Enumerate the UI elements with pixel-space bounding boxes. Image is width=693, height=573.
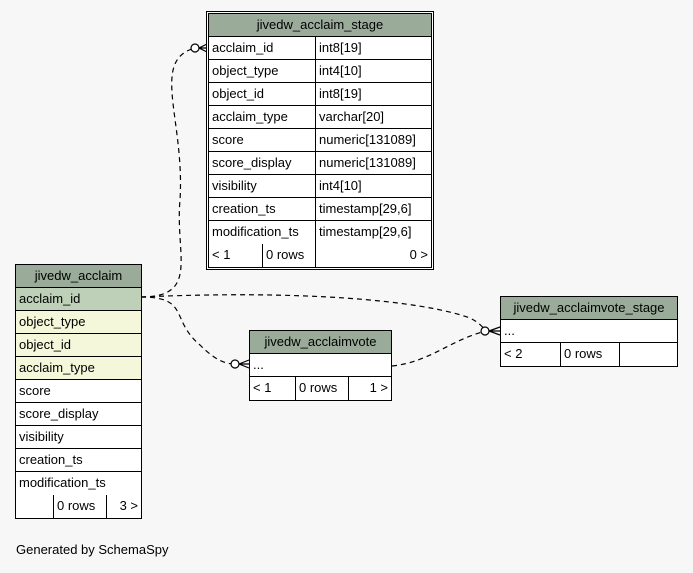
child-count: 1 > [348, 377, 391, 400]
stage-crowfoot [198, 43, 208, 53]
column-type: timestamp[29,6] [315, 198, 431, 220]
stage-zero-marker [190, 43, 200, 53]
child-count [619, 343, 677, 366]
column-row: creation_ts [16, 449, 141, 472]
generated-by-label: Generated by SchemaSpy [16, 542, 169, 557]
parent-count [16, 495, 53, 518]
column-name: creation_ts [212, 201, 276, 216]
vote-stage-zero-marker [480, 326, 490, 336]
row-count: 0 rows [295, 377, 348, 400]
table-footer: < 1 0 rows 1 > [250, 377, 391, 400]
column-row: score_display numeric[131089] [209, 152, 431, 175]
column-row: object_id int8[19] [209, 83, 431, 106]
column-row: acclaim_id [16, 288, 141, 311]
column-name: modification_ts [19, 475, 106, 490]
column-name: acclaim_id [212, 40, 274, 55]
column-type: int4[10] [315, 60, 431, 82]
table-title: jivedw_acclaimvote [250, 331, 391, 354]
parent-count: < 1 [212, 247, 231, 262]
table-jivedw-acclaimvote-stage[interactable]: jivedw_acclaimvote_stage ... < 2 0 rows [500, 296, 678, 367]
table-title: jivedw_acclaimvote_stage [501, 297, 677, 320]
vote-stage-crowfoot [488, 326, 501, 336]
column-name: score [19, 383, 51, 398]
child-count: 0 > [315, 244, 431, 267]
column-row: score [16, 380, 141, 403]
link-acclaim-to-vote-stage [140, 294, 487, 332]
column-row: score numeric[131089] [209, 129, 431, 152]
column-row: visibility int4[10] [209, 175, 431, 198]
column-name: ... [504, 323, 515, 338]
column-row: modification_ts [16, 472, 141, 495]
column-name: ... [253, 357, 264, 372]
column-type: int8[19] [315, 83, 431, 105]
table-title: jivedw_acclaim [16, 265, 141, 288]
column-name: creation_ts [19, 452, 83, 467]
row-count: 0 rows [560, 343, 619, 366]
link-acclaim-to-stage [140, 47, 196, 298]
column-name: visibility [212, 178, 257, 193]
column-row: acclaim_type varchar[20] [209, 106, 431, 129]
column-row: object_type [16, 311, 141, 334]
table-jivedw-acclaimvote[interactable]: jivedw_acclaimvote ... < 1 0 rows 1 > [249, 330, 392, 401]
column-row: score_display [16, 403, 141, 426]
vote-crowfoot [238, 359, 250, 369]
column-row: modification_ts timestamp[29,6] [209, 221, 431, 244]
column-name: acclaim_type [16, 357, 141, 379]
column-name: score_display [19, 406, 99, 421]
row-count: 0 rows [262, 244, 315, 267]
column-name: object_type [16, 311, 141, 333]
column-name: object_id [16, 334, 141, 356]
column-name: modification_ts [212, 224, 299, 239]
column-name: visibility [19, 429, 64, 444]
link-acclaim-to-vote [140, 296, 236, 365]
parent-count: < 1 [253, 380, 272, 395]
column-name: object_type [212, 63, 279, 78]
column-name: score [212, 132, 244, 147]
vote-zero-marker [230, 359, 240, 369]
column-type: int8[19] [315, 37, 431, 59]
column-row: ... [501, 320, 677, 343]
table-footer: 0 rows 3 > [16, 495, 141, 518]
column-row: visibility [16, 426, 141, 449]
column-name: acclaim_id [16, 288, 141, 310]
child-count: 3 > [106, 495, 141, 518]
column-row: acclaim_id int8[19] [209, 37, 431, 60]
column-type: numeric[131089] [315, 129, 431, 151]
table-title: jivedw_acclaim_stage [209, 14, 431, 37]
column-row: ... [250, 354, 391, 377]
column-row: object_type int4[10] [209, 60, 431, 83]
column-type: varchar[20] [315, 106, 431, 128]
column-name: object_id [212, 86, 265, 101]
column-row: acclaim_type [16, 357, 141, 380]
parent-count: < 2 [504, 346, 523, 361]
row-count: 0 rows [53, 495, 106, 518]
table-footer: < 1 0 rows 0 > [209, 244, 431, 267]
column-row: object_id [16, 334, 141, 357]
column-type: int4[10] [315, 175, 431, 197]
table-footer: < 2 0 rows [501, 343, 677, 366]
column-type: timestamp[29,6] [315, 221, 431, 244]
column-name: score_display [212, 155, 292, 170]
link-vote-to-vote-stage [391, 330, 487, 367]
column-type: numeric[131089] [315, 152, 431, 174]
column-name: acclaim_type [212, 109, 288, 124]
column-row: creation_ts timestamp[29,6] [209, 198, 431, 221]
